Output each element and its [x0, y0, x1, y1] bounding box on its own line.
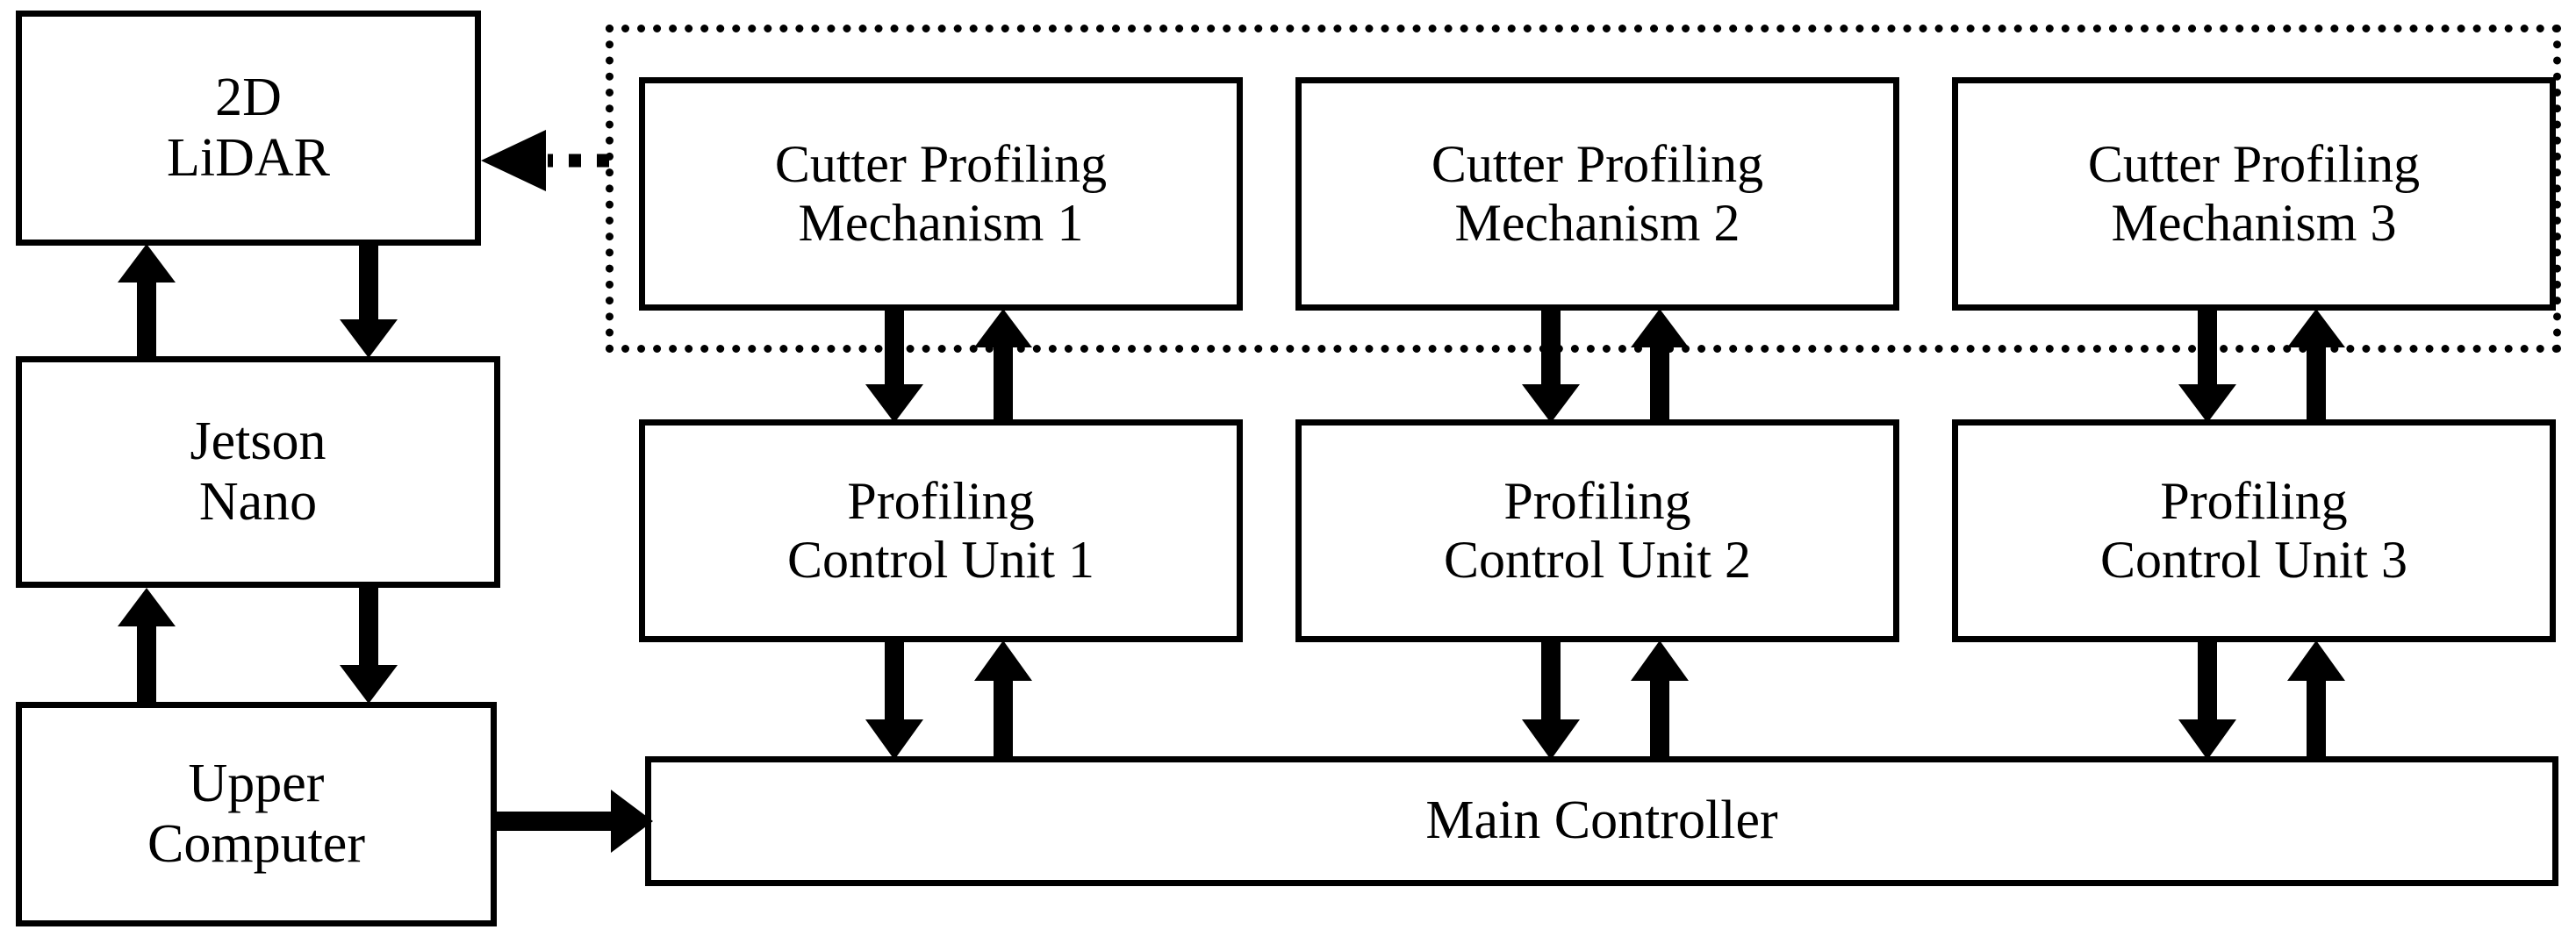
arrow-lidar-to-jetson	[338, 244, 399, 358]
block-cutter-profiling-mechanism-3-label: Cutter Profiling Mechanism 3	[2087, 134, 2421, 252]
arrow-mechanism-3-to-control-unit-3	[2177, 309, 2238, 423]
block-cutter-profiling-mechanism-2[interactable]: Cutter Profiling Mechanism 2	[1295, 77, 1899, 311]
block-upper-computer-label: Upper Computer	[147, 753, 365, 874]
cutter-mechanism-group-boundary	[606, 25, 2561, 353]
block-cutter-profiling-mechanism-1[interactable]: Cutter Profiling Mechanism 1	[639, 77, 1243, 311]
arrow-jetson-to-upper-computer	[338, 588, 399, 704]
arrow-control-unit-3-to-mechanism-3	[2285, 309, 2347, 423]
arrow-main-controller-to-control-unit-3	[2285, 640, 2347, 760]
block-2d-lidar[interactable]: 2D LiDAR	[16, 11, 481, 246]
arrow-main-controller-to-control-unit-1	[972, 640, 1034, 760]
block-profiling-control-unit-1[interactable]: Profiling Control Unit 1	[639, 419, 1243, 642]
block-cutter-profiling-mechanism-1-label: Cutter Profiling Mechanism 1	[774, 134, 1108, 252]
arrow-upper-computer-to-main-controller	[492, 790, 653, 853]
arrow-mechanism-2-to-control-unit-2	[1520, 309, 1582, 423]
arrow-control-unit-2-to-mechanism-2	[1629, 309, 1690, 423]
block-profiling-control-unit-3-label: Profiling Control Unit 3	[2099, 471, 2407, 589]
arrow-mechanism-1-to-control-unit-1	[864, 309, 925, 423]
block-cutter-profiling-mechanism-3[interactable]: Cutter Profiling Mechanism 3	[1952, 77, 2556, 311]
block-jetson-nano-label: Jetson Nano	[190, 411, 326, 532]
block-cutter-profiling-mechanism-2-label: Cutter Profiling Mechanism 2	[1431, 134, 1764, 252]
arrow-jetson-to-lidar	[116, 244, 177, 358]
arrow-control-unit-1-to-main-controller	[864, 640, 925, 760]
block-main-controller-label: Main Controller	[1425, 790, 1778, 851]
arrow-control-unit-3-to-main-controller	[2177, 640, 2238, 760]
block-profiling-control-unit-3[interactable]: Profiling Control Unit 3	[1952, 419, 2556, 642]
arrow-upper-computer-to-jetson	[116, 588, 177, 704]
block-main-controller[interactable]: Main Controller	[645, 756, 2558, 886]
block-jetson-nano[interactable]: Jetson Nano	[16, 356, 500, 588]
arrow-main-controller-to-control-unit-2	[1629, 640, 1690, 760]
block-profiling-control-unit-2[interactable]: Profiling Control Unit 2	[1295, 419, 1899, 642]
arrow-cutter-group-to-lidar-dashed	[481, 130, 609, 191]
arrow-control-unit-1-to-mechanism-1	[972, 309, 1034, 423]
block-2d-lidar-label: 2D LiDAR	[167, 67, 330, 188]
block-profiling-control-unit-1-label: Profiling Control Unit 1	[786, 471, 1094, 589]
block-profiling-control-unit-2-label: Profiling Control Unit 2	[1443, 471, 1751, 589]
arrow-control-unit-2-to-main-controller	[1520, 640, 1582, 760]
block-upper-computer[interactable]: Upper Computer	[16, 702, 497, 926]
